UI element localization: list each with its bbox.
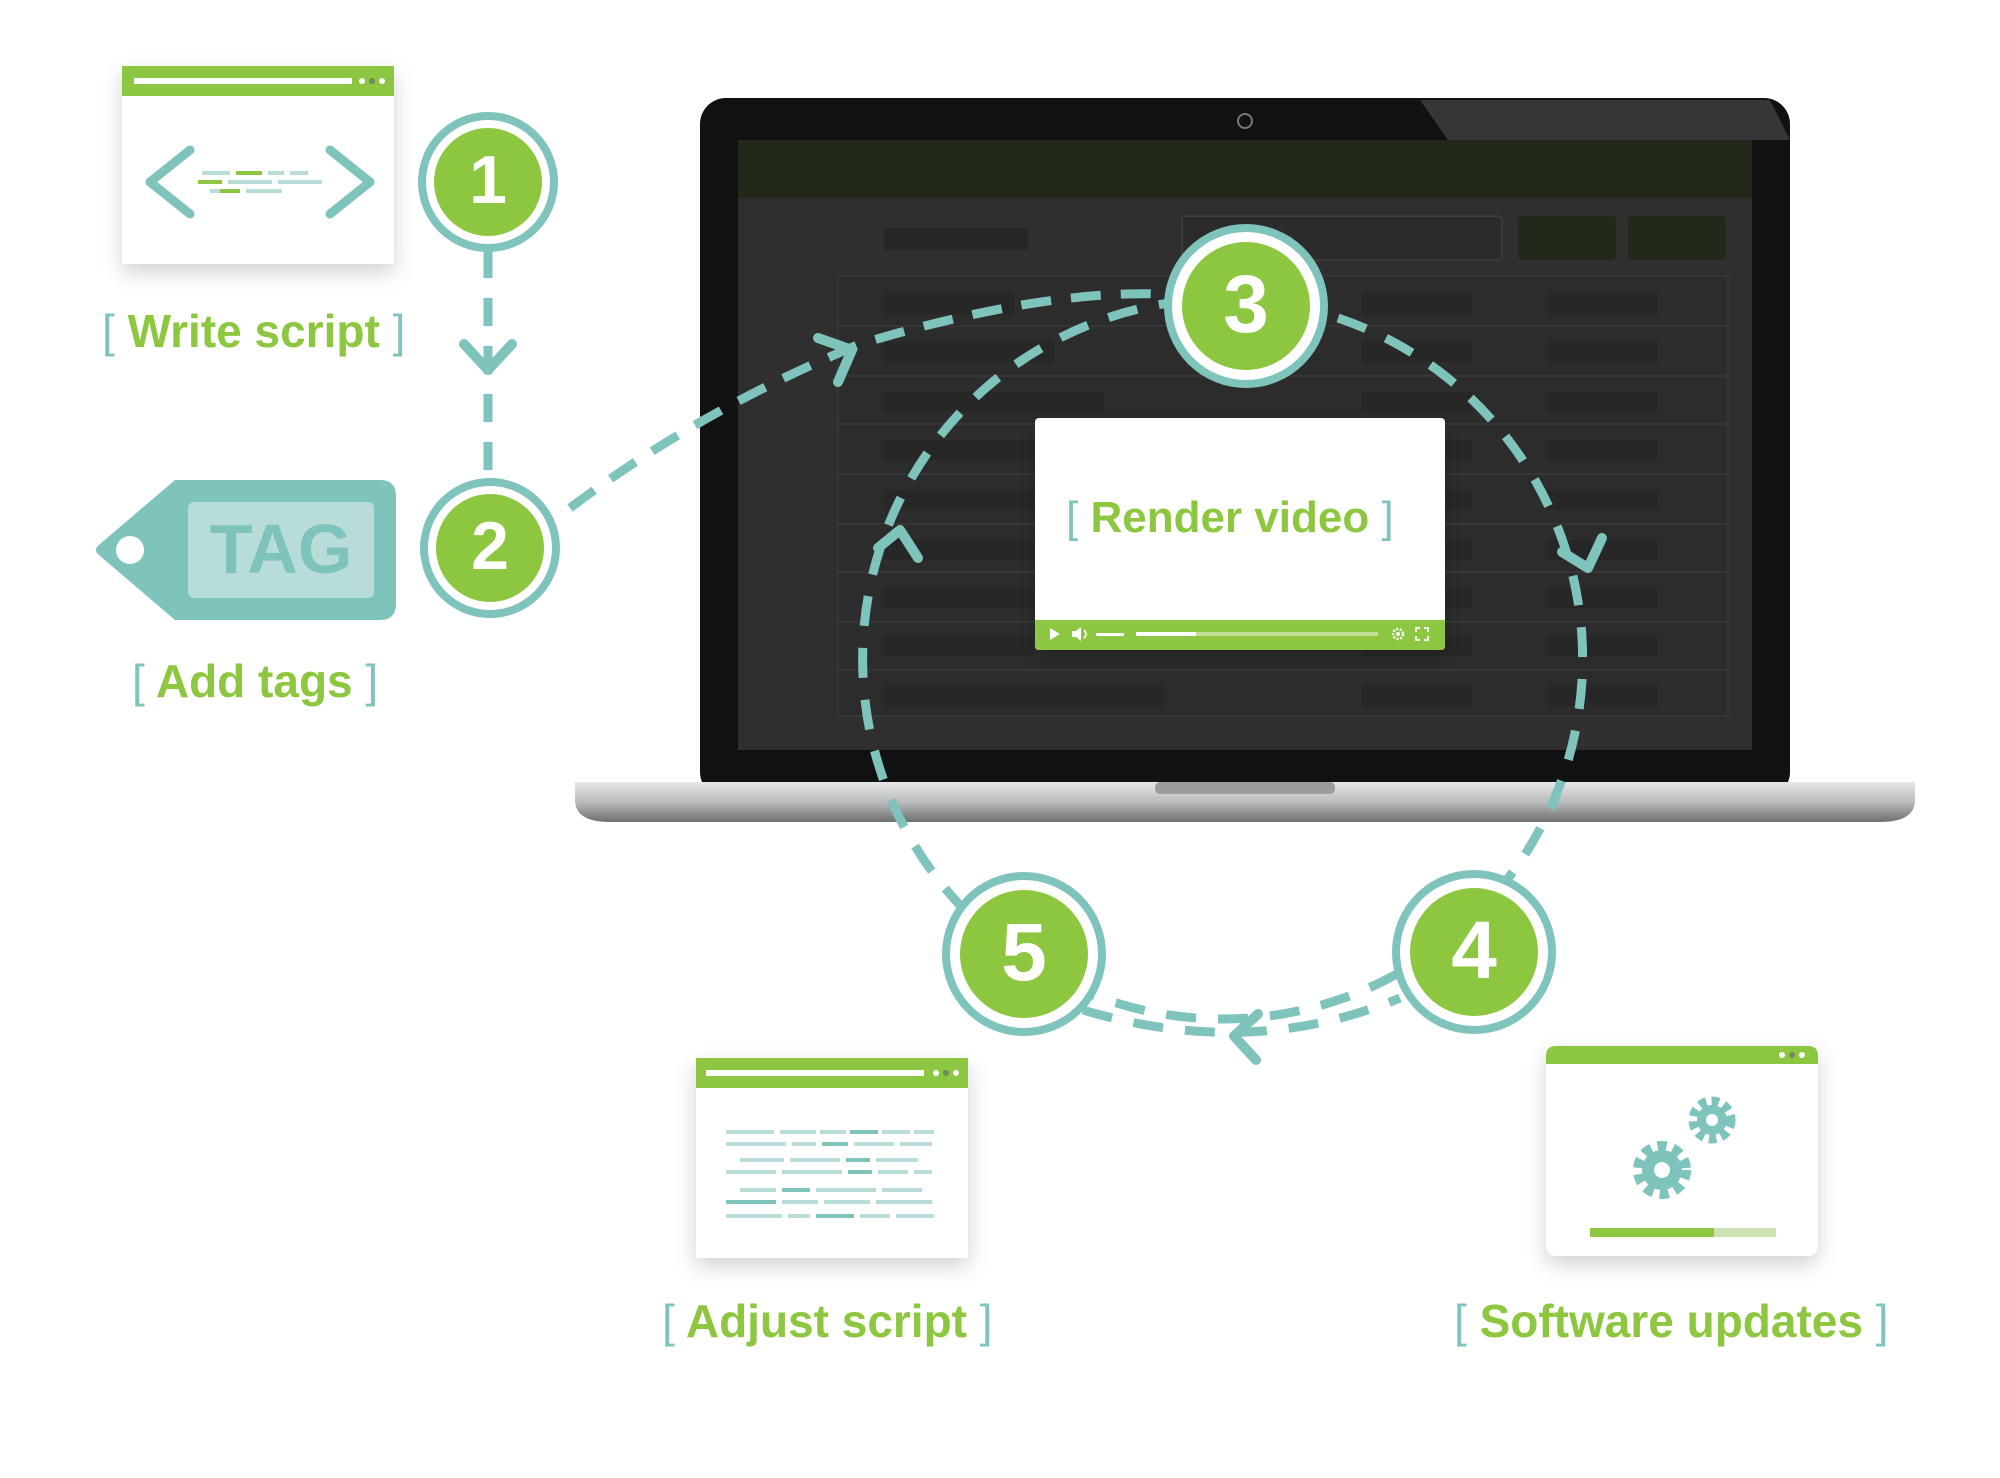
step-1-number: 1 xyxy=(469,142,507,218)
step-5-number: 5 xyxy=(1001,907,1047,998)
gear-icon xyxy=(1633,1096,1736,1199)
code-brackets-icon xyxy=(145,145,375,219)
volume-icon[interactable] xyxy=(1072,627,1087,641)
connector-2-3 xyxy=(567,289,1161,512)
progress-track[interactable] xyxy=(1136,632,1378,636)
arrow-3-4 xyxy=(1557,533,1607,573)
laptop-base xyxy=(575,782,1915,822)
step-1-label: [ Write script ] xyxy=(102,305,406,357)
step-badges xyxy=(418,112,1556,1036)
step-2-number: 2 xyxy=(471,508,509,584)
step-2-badge xyxy=(420,478,560,618)
fullscreen-icon[interactable] xyxy=(1415,627,1429,641)
step-3-number: 3 xyxy=(1223,259,1269,350)
arrow-2-3 xyxy=(813,333,857,387)
step-3-badge xyxy=(1164,224,1328,388)
step-4-label: [ Software updates ] xyxy=(1454,1295,1889,1347)
step-5-badge xyxy=(942,872,1106,1036)
arrow-5-3 xyxy=(873,525,923,563)
settings-icon[interactable] xyxy=(1391,627,1405,641)
update-progress-fill xyxy=(1590,1228,1714,1237)
step-5-label: [ Adjust script ] xyxy=(662,1295,993,1347)
cycle-loop xyxy=(858,295,1588,1024)
script-lines xyxy=(726,1130,934,1218)
video-player xyxy=(1035,418,1445,650)
tag-icon xyxy=(96,480,396,620)
step-4-badge xyxy=(1392,870,1556,1034)
arrow-1-2 xyxy=(459,339,517,375)
arrow-4-5 xyxy=(1229,1009,1263,1065)
tag-text: TAG xyxy=(209,510,353,588)
webcam-icon xyxy=(1237,113,1253,129)
step-1-badge xyxy=(418,112,558,252)
step-4-number: 4 xyxy=(1451,905,1497,996)
video-controls xyxy=(1050,627,1429,641)
play-icon[interactable] xyxy=(1050,628,1060,640)
step-2-label: [ Add tags ] xyxy=(132,655,379,707)
step-3-label: [ Render video ] xyxy=(1066,493,1394,542)
